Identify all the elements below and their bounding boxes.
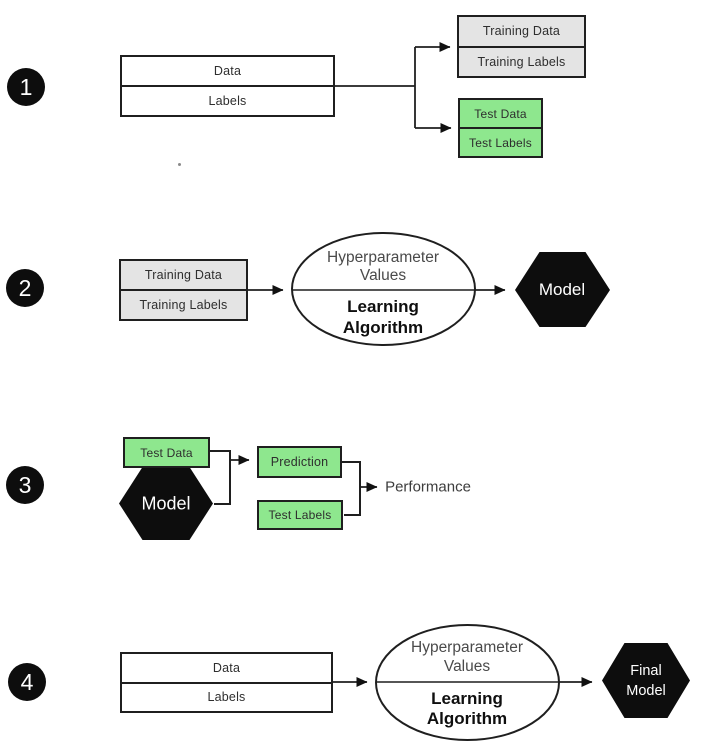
step1-test-labels-cell: Test Labels: [460, 127, 541, 156]
step4-hyperparameter-label: Hyperparameter: [411, 639, 523, 656]
step3-model-hexagon: [119, 467, 213, 540]
step1-training-split-box: Training Data Training Labels: [457, 15, 586, 78]
step4-values-label: Values: [443, 658, 491, 675]
step2-values-label: Values: [359, 267, 407, 284]
step1-training-data-cell: Training Data: [482, 24, 561, 39]
step3-flow: [119, 450, 378, 540]
step1-number-badge: 1: [7, 68, 45, 106]
step2-hyperparameter-label: Hyperparameter: [327, 249, 439, 266]
step4-number-badge: 4: [8, 663, 46, 701]
step3-test-data-box: Test Data: [123, 437, 210, 468]
step2-learning-label: Learning: [347, 297, 419, 316]
step3-number-badge: 3: [6, 466, 44, 504]
step2-learning-algorithm-ellipse: [291, 232, 476, 346]
step1-test-data-cell: Test Data: [474, 106, 527, 121]
step1-split-connector: [335, 42, 452, 133]
step2-model-label: Model: [538, 280, 586, 299]
step4-final-label: Final: [630, 663, 662, 679]
step2-algorithm-label: Algorithm: [342, 318, 424, 337]
step4-flow: [333, 624, 690, 741]
step2-flow: [248, 232, 610, 346]
step4-data-labels-box: Data Labels: [120, 652, 333, 713]
step1-labels-cell: Labels: [122, 85, 333, 115]
step4-labels-cell: Labels: [122, 681, 331, 712]
step2-training-box: Training Data Training Labels: [119, 259, 248, 321]
step3-prediction-cell: Prediction: [270, 455, 329, 469]
step4-final-model-hexagon: [602, 643, 690, 718]
step3-test-labels-cell: Test Labels: [268, 508, 332, 522]
step2-training-data-cell: Training Data: [144, 268, 223, 282]
step1-test-split-box: Test Data Test Labels: [458, 98, 543, 158]
step3-test-data-cell: Test Data: [140, 445, 193, 460]
step1-training-labels-cell: Training Labels: [459, 45, 584, 77]
step4-data-cell: Data: [212, 660, 241, 675]
step4-algorithm-label: Algorithm: [426, 709, 508, 728]
step1-data-cell: Data: [213, 64, 242, 78]
step3-prediction-box: Prediction: [257, 446, 342, 478]
step2-number-badge: 2: [6, 269, 44, 307]
step3-test-labels-box: Test Labels: [257, 500, 343, 530]
step2-model-hexagon: [515, 252, 610, 327]
stray-ink-dot: [178, 163, 181, 166]
step4-learning-label: Learning: [431, 689, 503, 708]
step4-model-label: Model: [626, 683, 666, 699]
step3-performance-label: Performance: [385, 478, 471, 496]
step3-model-label: Model: [141, 493, 191, 514]
step1-data-labels-box: Data Labels: [120, 55, 335, 117]
step2-training-labels-cell: Training Labels: [121, 289, 246, 319]
